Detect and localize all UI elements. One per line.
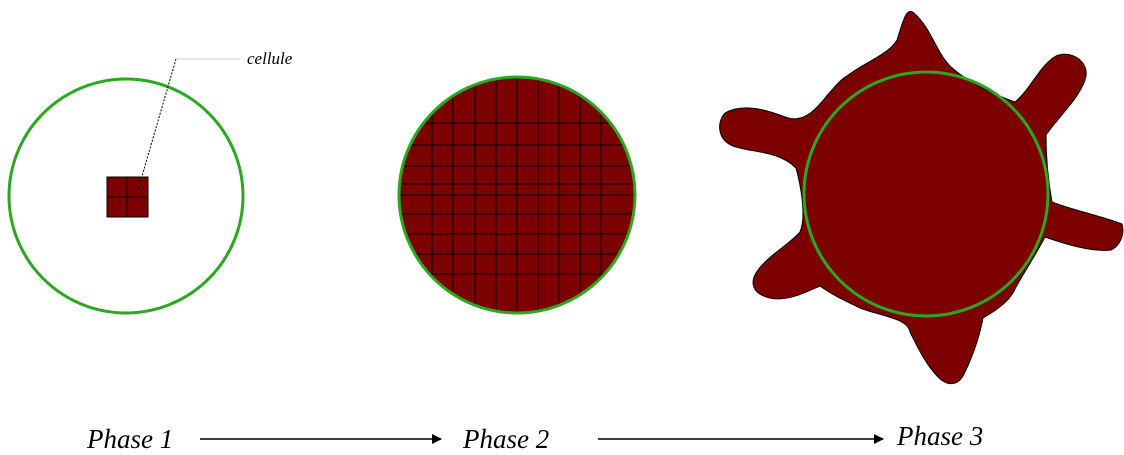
phase1-cell-cluster [107,177,148,217]
cell-leader-line [138,59,176,190]
phase2-grid [390,70,645,320]
phase2-panel [390,70,645,320]
phase3-invasive-tissue [720,12,1123,384]
cell-label: cellule [247,49,293,68]
phase1-panel: cellule [9,49,293,313]
phase3-panel [720,12,1123,384]
phase2-label: Phase 2 [462,424,549,454]
phase-timeline: Phase 1 Phase 2 Phase 3 [86,421,983,454]
phase1-label: Phase 1 [86,424,173,454]
phase3-label: Phase 3 [896,421,983,451]
